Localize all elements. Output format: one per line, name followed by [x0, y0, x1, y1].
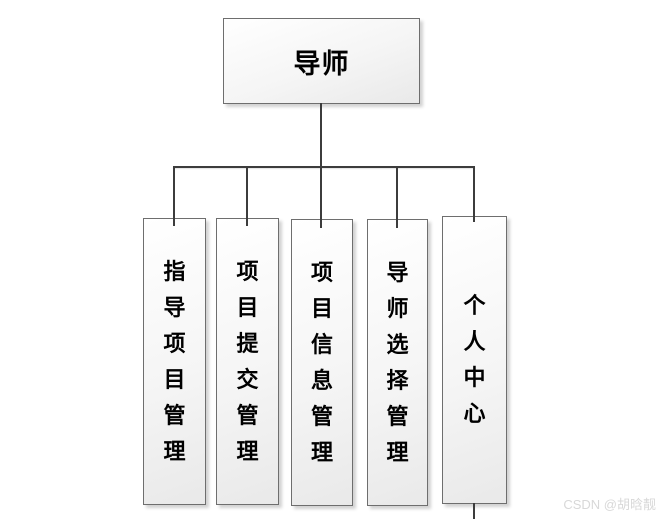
node-project-submission-management: 项目提交管理: [216, 218, 279, 505]
node-mentor-label: 导师: [293, 48, 350, 79]
connector-stem: [320, 103, 322, 168]
node-guided-project-management: 指导项目管理: [143, 218, 206, 505]
connector-drop-5: [473, 166, 475, 222]
node-label: 指导项目管理: [163, 258, 186, 464]
connector-drop-4: [396, 166, 398, 228]
connector-drop-3: [320, 166, 322, 228]
node-label: 项目提交管理: [236, 258, 259, 464]
connector-tail: [473, 503, 475, 519]
node-project-info-management: 项目信息管理: [291, 219, 353, 506]
node-personal-center: 个人中心: [442, 216, 507, 504]
connector-bus: [173, 166, 475, 168]
csdn-watermark: CSDN @胡晗靓: [563, 497, 656, 512]
node-mentor: 导师: [223, 18, 420, 104]
node-label: 个人中心: [463, 293, 486, 426]
connector-drop-2: [246, 166, 248, 226]
node-label: 导师选择管理: [386, 259, 409, 465]
node-label: 项目信息管理: [310, 259, 333, 465]
node-mentor-selection-management: 导师选择管理: [367, 219, 428, 506]
connector-drop-1: [173, 166, 175, 226]
